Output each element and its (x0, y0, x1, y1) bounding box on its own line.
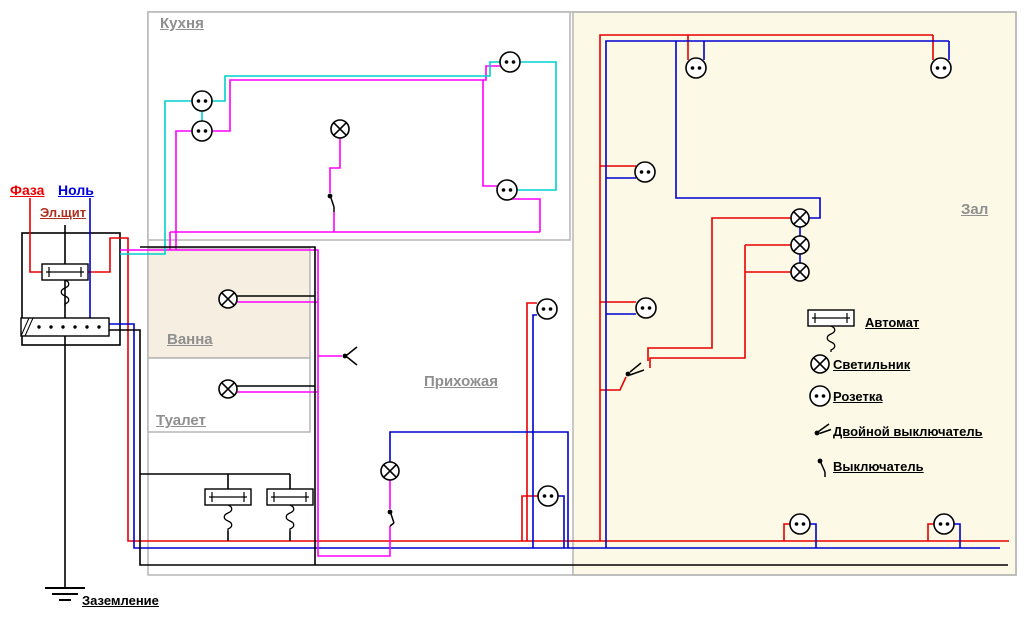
wire-phase (526, 302, 537, 541)
wire-neutral (954, 523, 961, 548)
socket-icon (536, 298, 558, 320)
wire-lighting (504, 198, 541, 232)
double-switch-icon (625, 362, 645, 377)
terminal-strip-icon (20, 317, 110, 337)
neutral-label: Ноль (58, 182, 94, 198)
legend-label-breaker: Автомат (865, 315, 920, 330)
lamp-icon (790, 235, 810, 255)
switch-icon (387, 509, 395, 527)
wire-neutral (389, 431, 569, 548)
socket-icon (933, 513, 955, 535)
lamp-icon (790, 262, 810, 282)
legend-label-lamp: Светильник (833, 357, 911, 372)
socket-icon (537, 485, 559, 507)
breaker-icon (266, 488, 314, 532)
socket-icon (634, 161, 656, 183)
lamp-icon (330, 119, 350, 139)
wire-lighting (175, 130, 192, 250)
wire-phase (927, 523, 934, 541)
room-label-hall: Зал (961, 201, 989, 218)
wire-neutral (558, 495, 565, 548)
wire-socket-circuit-group (120, 61, 557, 255)
wire-phase (599, 34, 933, 541)
wire-lighting (120, 249, 391, 557)
wire-phase (29, 198, 42, 273)
wire-phase (649, 245, 746, 368)
wire-phase (783, 523, 790, 541)
double-switch-icon (342, 346, 358, 366)
wire-socket-circuit (517, 61, 557, 191)
wire-lighting (212, 65, 501, 132)
room-label-hallway: Прихожая (424, 373, 499, 390)
socket-icon (191, 90, 213, 112)
legend-label-socket: Розетка (833, 389, 883, 404)
panel-label: Эл.щит (40, 205, 87, 220)
socket-icon (499, 51, 521, 73)
lamp-icon (380, 461, 400, 481)
legend-lamp-icon (810, 354, 830, 374)
ground-symbol (45, 587, 85, 601)
wire-socket-circuit (212, 61, 500, 102)
lamp-icon (790, 208, 810, 228)
switch-icon (327, 193, 335, 212)
wire-neutral-group (89, 40, 1000, 549)
wire-lighting (329, 138, 341, 193)
wire-neutral (532, 314, 537, 548)
wire-socket-circuit (120, 100, 192, 255)
wire-phase (88, 237, 1009, 542)
room-kitchen (147, 11, 571, 241)
room-label-kitchen: Кухня (160, 15, 204, 32)
socket-icon (496, 179, 518, 201)
wire-neutral (810, 523, 817, 548)
socket-icon (930, 57, 952, 79)
legend-label-switch: Выключатель (833, 459, 924, 474)
legend-socket-icon (809, 385, 831, 407)
room-label-toilet: Туалет (156, 412, 206, 429)
wire-ground (109, 329, 1008, 566)
room-label-bath: Ванна (167, 331, 213, 348)
socket-icon (191, 120, 213, 142)
wire-phase (647, 217, 791, 361)
legend-label-double-switch: Двойной выключатель (833, 424, 983, 439)
wire-ground (140, 246, 316, 565)
wire-neutral (605, 40, 949, 548)
room-hall (572, 11, 1017, 576)
wire-lighting (482, 80, 497, 187)
wire-ground-group (64, 225, 1008, 588)
lamp-icon (218, 289, 238, 309)
wire-phase-group (29, 34, 1009, 542)
wire-neutral (109, 323, 1000, 549)
lamp-icon (218, 379, 238, 399)
wire-neutral (675, 41, 821, 219)
breaker-icon (204, 488, 252, 532)
socket-icon (685, 57, 707, 79)
socket-icon (789, 513, 811, 535)
socket-icon (635, 297, 657, 319)
wire-lighting-group (120, 65, 541, 557)
phase-label: Фаза (10, 182, 45, 198)
ground-label: Заземление (82, 593, 159, 608)
wire-phase (521, 495, 538, 541)
